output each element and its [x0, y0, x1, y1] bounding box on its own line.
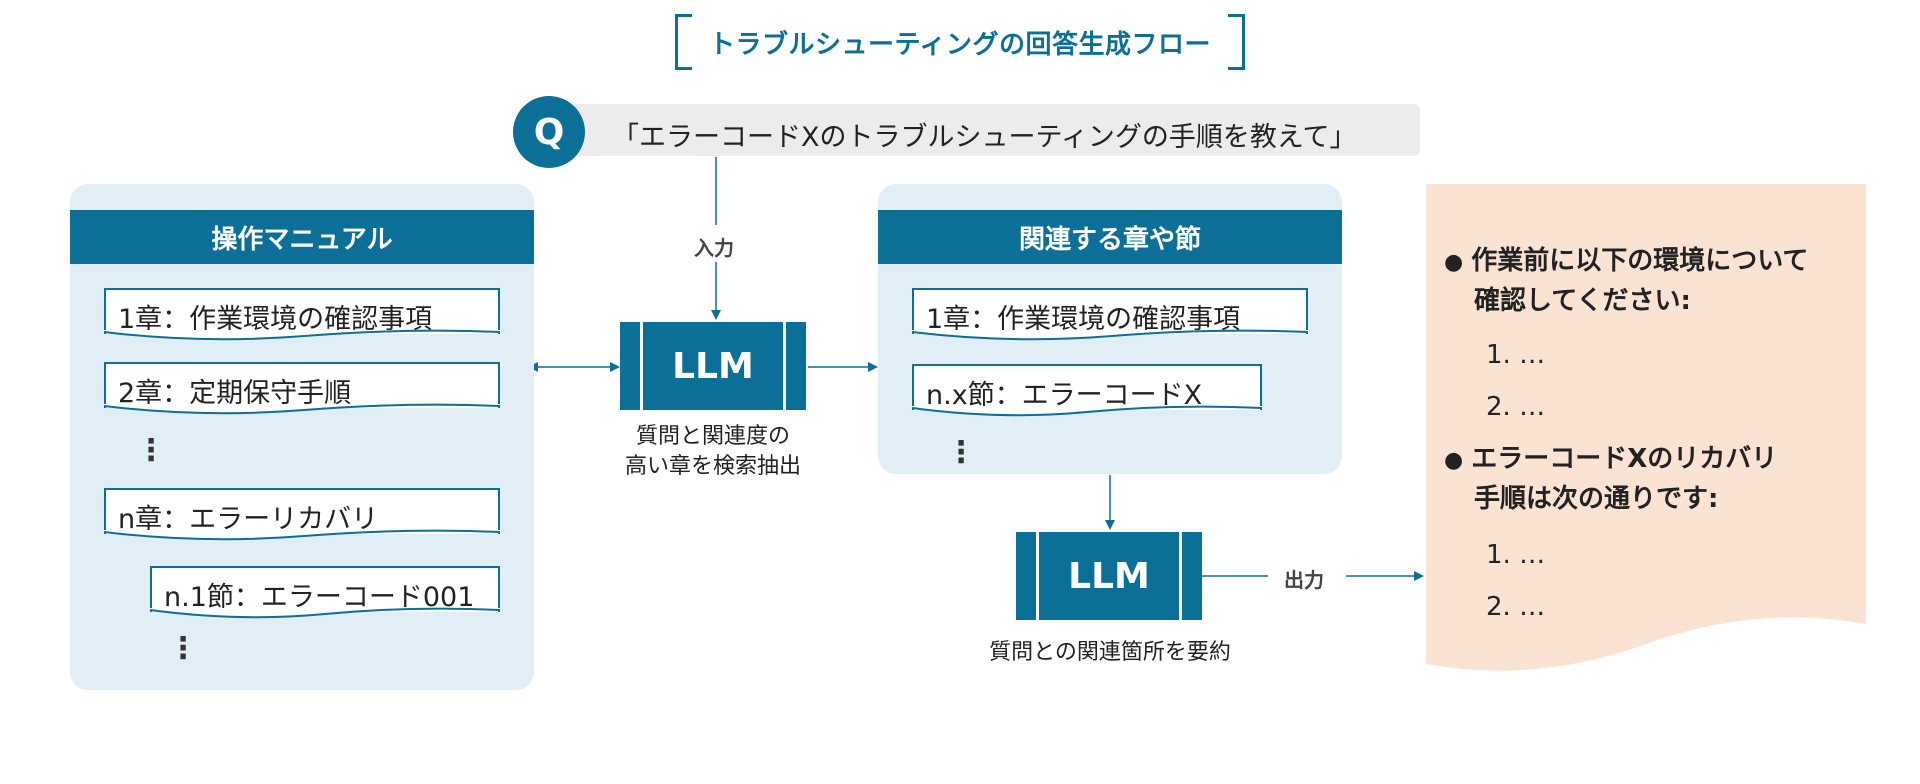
input-label: 入力 [694, 236, 734, 260]
llm-box-1-bar-left [640, 322, 643, 410]
manual-ellipsis-2: ⋮ [168, 631, 198, 666]
related-ellipsis: ⋮ [946, 435, 976, 470]
bullet-dot: ● [1444, 250, 1464, 275]
diagram-title: トラブルシューティングの回答生成フロー [675, 12, 1245, 70]
llm-box-2-bar-left [1036, 532, 1039, 620]
manual-doc-label: 1章：作業環境の確認事項 [118, 304, 433, 335]
question-bar: 「エラーコードXのトラブルシューティングの手順を教えて」 [570, 104, 1420, 156]
title-bracket-left [675, 14, 692, 70]
llm-box-1-label: LLM [672, 345, 754, 387]
manual-panel: 操作マニュアル 1章：作業環境の確認事項 2章：定期保守手順 ⋮ n章：エラーリ… [70, 184, 534, 690]
related-doc-label: 1章：作業環境の確認事項 [926, 304, 1241, 335]
answer-bullet-1-line2: 確認してください: [1474, 286, 1691, 316]
answer-bullet-2-line2: 手順は次の通りです: [1474, 484, 1719, 514]
flow-arrows [528, 157, 1424, 581]
llm2-caption: 質問との関連箇所を要約 [989, 640, 1231, 665]
llm-box-2: LLM [1016, 532, 1202, 620]
manual-doc-section-n1: n.1節：エラーコード001 [149, 566, 501, 619]
manual-doc-label: 2章：定期保守手順 [118, 378, 352, 409]
answer-bullet-2-line1: エラーコードXのリカバリ [1471, 444, 1778, 474]
related-doc-label: n.x節：エラーコードX [926, 380, 1203, 411]
related-doc-chapter-1: 1章：作業環境の確認事項 [911, 288, 1309, 341]
answer-bullet-1: ● 作業前に以下の環境について 確認してください: [1444, 242, 1808, 320]
title-bracket-right [1228, 14, 1245, 70]
manual-doc-label: n章：エラーリカバリ [118, 504, 379, 535]
answer-bullet-1-item-1: 1. … [1486, 340, 1546, 370]
related-doc-section-nx: n.x節：エラーコードX [911, 364, 1263, 417]
manual-panel-header: 操作マニュアル [70, 210, 534, 264]
llm-box-2-bar-right [1179, 532, 1182, 620]
manual-doc-chapter-1: 1章：作業環境の確認事項 [103, 288, 501, 341]
llm1-caption-line1: 質問と関連度の [635, 424, 790, 449]
question-text: 「エラーコードXのトラブルシューティングの手順を教えて」 [612, 122, 1357, 153]
related-panel: 関連する章や節 1章：作業環境の確認事項 n.x節：エラーコードX ⋮ [878, 184, 1342, 474]
answer-bullet-2-item-2: 2. … [1486, 592, 1546, 622]
output-label: 出力 [1284, 568, 1324, 592]
answer-bullet-2-item-1: 1. … [1486, 540, 1546, 570]
manual-doc-chapter-n: n章：エラーリカバリ [103, 488, 501, 541]
manual-doc-chapter-2: 2章：定期保守手順 [103, 362, 501, 415]
llm-box-1: LLM [620, 322, 806, 410]
llm1-caption-line2: 高い章を検索抽出 [624, 454, 801, 479]
llm1-caption: 質問と関連度の 高い章を検索抽出 [598, 422, 828, 482]
llm-box-2-label: LLM [1068, 555, 1150, 597]
llm-box-1-bar-right [783, 322, 786, 410]
answer-panel: ● 作業前に以下の環境について 確認してください: 1. … 2. … ● エラーコ… [1426, 184, 1866, 684]
manual-ellipsis-1: ⋮ [136, 433, 166, 468]
answer-bullet-1-line1: 作業前に以下の環境について [1471, 246, 1809, 276]
bullet-dot: ● [1444, 448, 1464, 473]
answer-bullet-2: ● エラーコードXのリカバリ 手順は次の通りです: [1444, 440, 1777, 518]
related-panel-header: 関連する章や節 [878, 210, 1342, 264]
title-text: トラブルシューティングの回答生成フロー [709, 30, 1211, 60]
answer-panel-shape [1426, 184, 1866, 671]
answer-bullet-1-item-2: 2. … [1486, 392, 1546, 422]
question-badge: Q [513, 96, 585, 168]
